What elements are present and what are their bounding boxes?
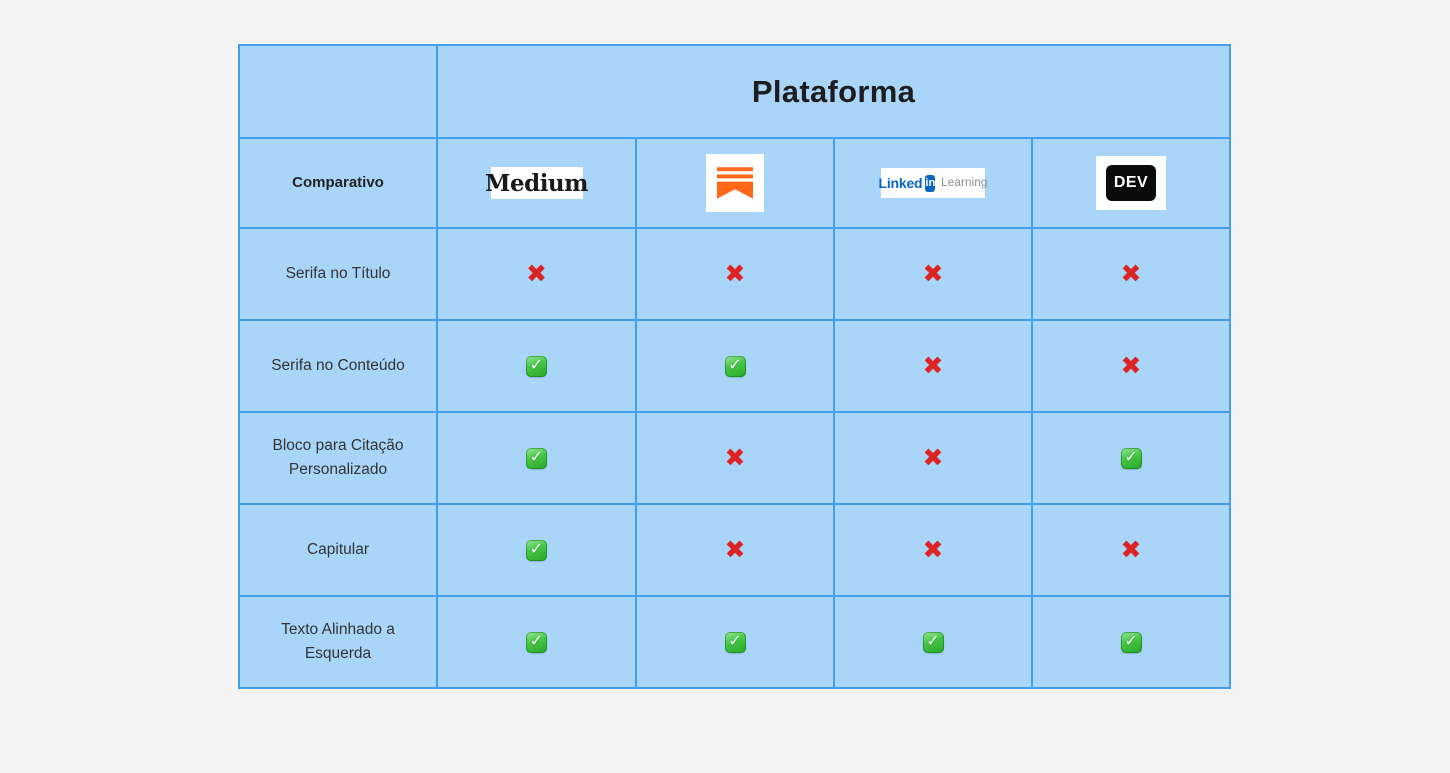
check-icon — [526, 447, 547, 469]
medium-logo: Medium — [485, 167, 588, 199]
linkedin-in-badge-icon: in — [925, 174, 936, 192]
cross-icon — [920, 261, 946, 287]
medium-wordmark: Medium — [485, 169, 588, 197]
value-cell — [436, 595, 637, 689]
feature-label: Serifa no Conteúdo — [271, 356, 405, 374]
platform-cell-linkedin-learning: Linked in Learning — [833, 137, 1033, 229]
value-cell — [833, 411, 1033, 505]
feature-label-cell: Serifa no Título — [238, 227, 438, 321]
value-cell — [635, 319, 835, 413]
check-icon — [724, 631, 746, 653]
feature-row: Serifa no Conteúdo — [238, 319, 1232, 413]
feature-label-cell: Bloco para Citação Personalizado — [238, 411, 438, 505]
platform-header-row: Comparativo Medium Linked — [238, 137, 1232, 229]
check-icon — [1120, 631, 1142, 653]
value-cell — [436, 319, 637, 413]
value-cell — [833, 319, 1033, 413]
check-icon — [1120, 447, 1142, 469]
value-cell — [635, 503, 835, 597]
value-cell — [1030, 227, 1232, 321]
value-cell — [635, 411, 835, 505]
value-cell — [833, 227, 1033, 321]
linkedin-wordmark: Linked — [878, 175, 923, 191]
value-cell — [1030, 411, 1232, 505]
feature-label-cell: Serifa no Conteúdo — [238, 319, 438, 413]
value-cell — [1030, 319, 1232, 413]
corner-empty-cell — [238, 44, 438, 139]
value-cell — [635, 595, 835, 689]
feature-label-cell: Capitular — [238, 503, 438, 597]
value-cell — [635, 227, 835, 321]
dev-wordmark: DEV — [1106, 165, 1157, 201]
platform-cell-dev: DEV — [1030, 137, 1232, 229]
value-cell — [436, 411, 637, 505]
feature-label: Serifa no Título — [285, 264, 391, 282]
comparison-table: Plataforma Comparativo Medium — [238, 44, 1232, 689]
feature-row: Bloco para Citação Personalizado — [238, 411, 1232, 505]
cross-icon — [1118, 353, 1144, 379]
cross-icon — [722, 445, 748, 471]
cross-icon — [920, 537, 946, 563]
value-cell — [833, 503, 1033, 597]
linkedin-learning-label: Learning — [941, 177, 988, 189]
corner-header-cell: Comparativo — [238, 137, 438, 229]
check-icon — [724, 355, 746, 377]
platform-cell-medium: Medium — [436, 137, 637, 229]
feature-label: Capitular — [306, 540, 370, 558]
cross-icon — [1118, 261, 1144, 287]
check-icon — [526, 355, 547, 377]
platform-comparison-grid: Plataforma Comparativo Medium — [238, 44, 1232, 689]
cross-icon — [1118, 537, 1144, 563]
check-icon — [526, 631, 547, 653]
feature-row: Serifa no Título — [238, 227, 1232, 321]
value-cell — [833, 595, 1033, 689]
cross-icon — [722, 261, 748, 287]
substack-logo — [706, 154, 764, 212]
title-row: Plataforma — [238, 44, 1232, 139]
platform-cell-substack — [635, 137, 835, 229]
feature-label-cell: Texto Alinhado a Esquerda — [238, 595, 438, 689]
cross-icon — [920, 445, 946, 471]
value-cell — [1030, 503, 1232, 597]
value-cell — [436, 503, 637, 597]
value-cell — [436, 227, 637, 321]
cross-icon — [722, 537, 748, 563]
dev-logo: DEV — [1096, 156, 1167, 210]
feature-label: Texto Alinhado a Esquerda — [281, 620, 395, 662]
title-cell: Plataforma — [435, 44, 1232, 139]
substack-bookmark-icon — [717, 167, 753, 199]
feature-row: Capitular — [238, 503, 1232, 597]
feature-label: Bloco para Citação Personalizado — [272, 436, 404, 478]
page-title: Plataforma — [751, 73, 916, 109]
check-icon — [922, 631, 944, 653]
check-icon — [526, 539, 547, 561]
linkedin-learning-logo: Linked in Learning — [878, 168, 988, 198]
corner-label: Comparativo — [292, 174, 384, 191]
cross-icon — [920, 353, 946, 379]
value-cell — [1030, 595, 1232, 689]
cross-icon — [524, 261, 550, 287]
feature-row: Texto Alinhado a Esquerda — [238, 595, 1232, 689]
